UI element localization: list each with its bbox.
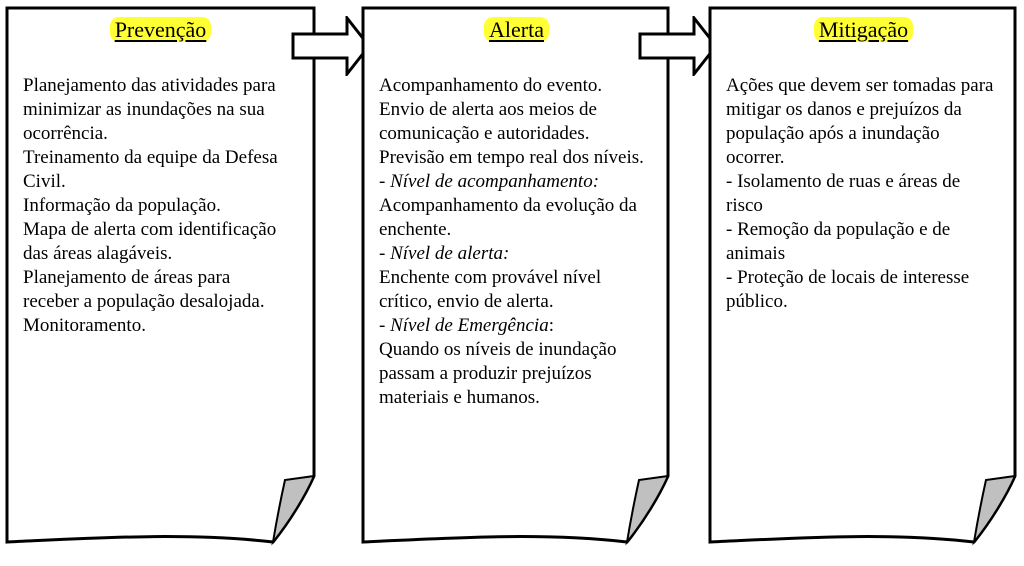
text-line: Acompanhamento da evolução da enchente. (379, 195, 637, 240)
level-prefix: - (379, 315, 391, 336)
level-heading: - Nível de alerta: (379, 242, 651, 266)
right-arrow-icon (291, 16, 371, 76)
level-name: Nível de Emergência (390, 315, 549, 336)
folded-page-shape (361, 6, 670, 546)
folded-page-shape (5, 6, 316, 546)
panel-mitigacao: Mitigação Ações que devem ser tomadas pa… (708, 6, 1019, 546)
folded-page-shape (708, 6, 1017, 546)
panel-alerta: Alerta Acompanhamento do evento. Envio d… (361, 6, 672, 546)
text-line: Planejamento das atividades para minimiz… (23, 75, 276, 144)
text-line: - Isolamento de ruas e áreas de risco (726, 171, 961, 216)
panel-body: Planejamento das atividades para minimiz… (23, 74, 285, 338)
text-line: - Remoção da população e de animais (726, 219, 951, 264)
panel-body: Acompanhamento do evento. Envio de alert… (379, 74, 651, 410)
level-name: Nível de alerta: (390, 243, 510, 264)
text-line: Envio de alerta aos meios de comunicação… (379, 99, 597, 144)
level-heading: - Nível de acompanhamento: (379, 170, 651, 194)
panel-body: Ações que devem ser tomadas para mitigar… (726, 74, 994, 314)
panel-title: Alerta (361, 16, 672, 44)
level-suffix: : (548, 315, 554, 336)
text-line: Ações que devem ser tomadas para mitigar… (726, 75, 994, 168)
text-line: Acompanhamento do evento. (379, 75, 603, 96)
right-arrow-icon (638, 16, 718, 76)
text-line: Treinamento da equipe da Defesa Civil. (23, 147, 278, 192)
level-heading: - Nível de Emergência: (379, 314, 651, 338)
text-line: Enchente com provável nível crítico, env… (379, 267, 602, 312)
level-prefix: - (379, 171, 391, 192)
panel-title: Mitigação (708, 16, 1019, 44)
text-line: Monitoramento. (23, 315, 146, 336)
level-name: Nível de acompanhamento: (390, 171, 600, 192)
text-line: Mapa de alerta com identificação das áre… (23, 219, 277, 264)
text-line: Informação da população. (23, 195, 221, 216)
panel-title: Prevenção (5, 16, 316, 44)
panel-prevencao: Prevenção Planejamento das atividades pa… (5, 6, 316, 546)
text-line: Previsão em tempo real dos níveis. (379, 147, 644, 168)
text-line: Planejamento de áreas para receber a pop… (23, 267, 265, 312)
level-prefix: - (379, 243, 391, 264)
text-line: Quando os níveis de inundação passam a p… (379, 339, 617, 408)
text-line: - Proteção de locais de interesse públic… (726, 267, 970, 312)
